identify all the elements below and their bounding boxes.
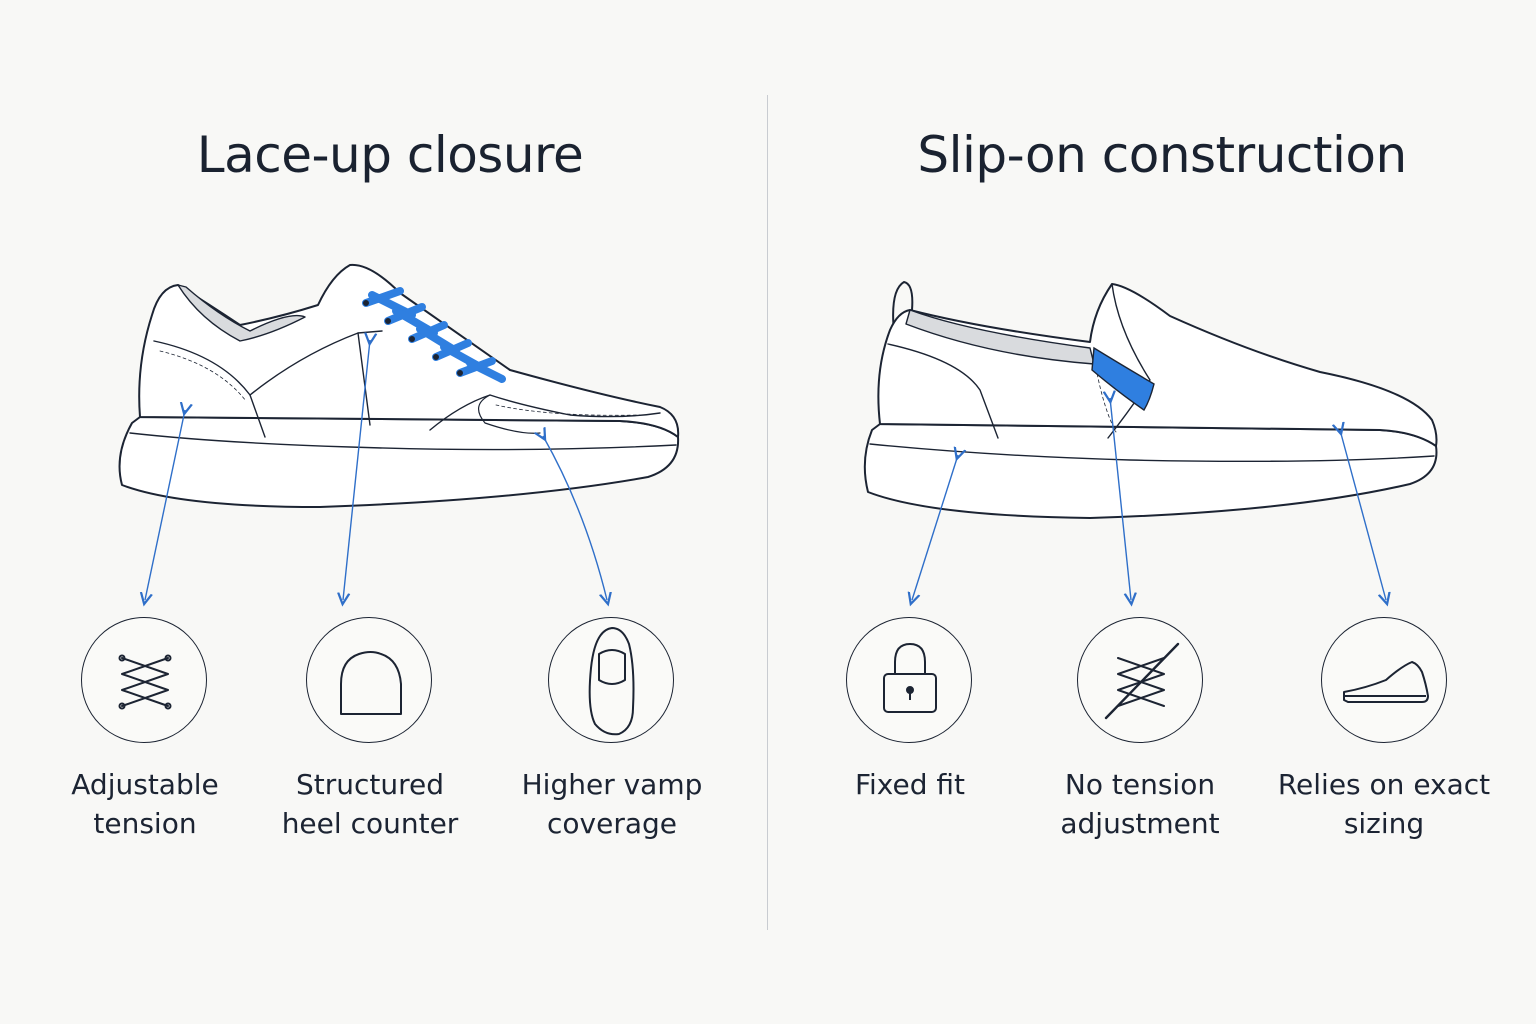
heel-counter-icon xyxy=(306,617,432,743)
lace-up-title: Lace-up closure xyxy=(196,126,584,184)
lace-up-sneaker-illustration xyxy=(118,263,680,508)
panel-divider xyxy=(767,95,768,930)
shoe-silhouette-icon xyxy=(1321,617,1447,743)
higher-vamp-coverage-label: Higher vamp coverage xyxy=(521,768,703,840)
padlock-icon xyxy=(846,617,972,743)
no-tension-adjustment-label: No tension adjustment xyxy=(1060,768,1220,840)
crossed-laces-icon xyxy=(81,617,207,743)
structured-heel-counter-label: Structured heel counter xyxy=(281,768,459,840)
relies-on-exact-sizing-label: Relies on exact sizing xyxy=(1277,768,1491,840)
vamp-top-view-icon xyxy=(548,617,674,743)
adjustable-tension-label: Adjustable tension xyxy=(71,768,219,840)
slip-on-shoe-illustration xyxy=(863,281,1438,519)
fixed-fit-label: Fixed fit xyxy=(854,768,966,801)
crossed-out-laces-icon xyxy=(1077,617,1203,743)
slip-on-title: Slip-on construction xyxy=(917,126,1407,184)
